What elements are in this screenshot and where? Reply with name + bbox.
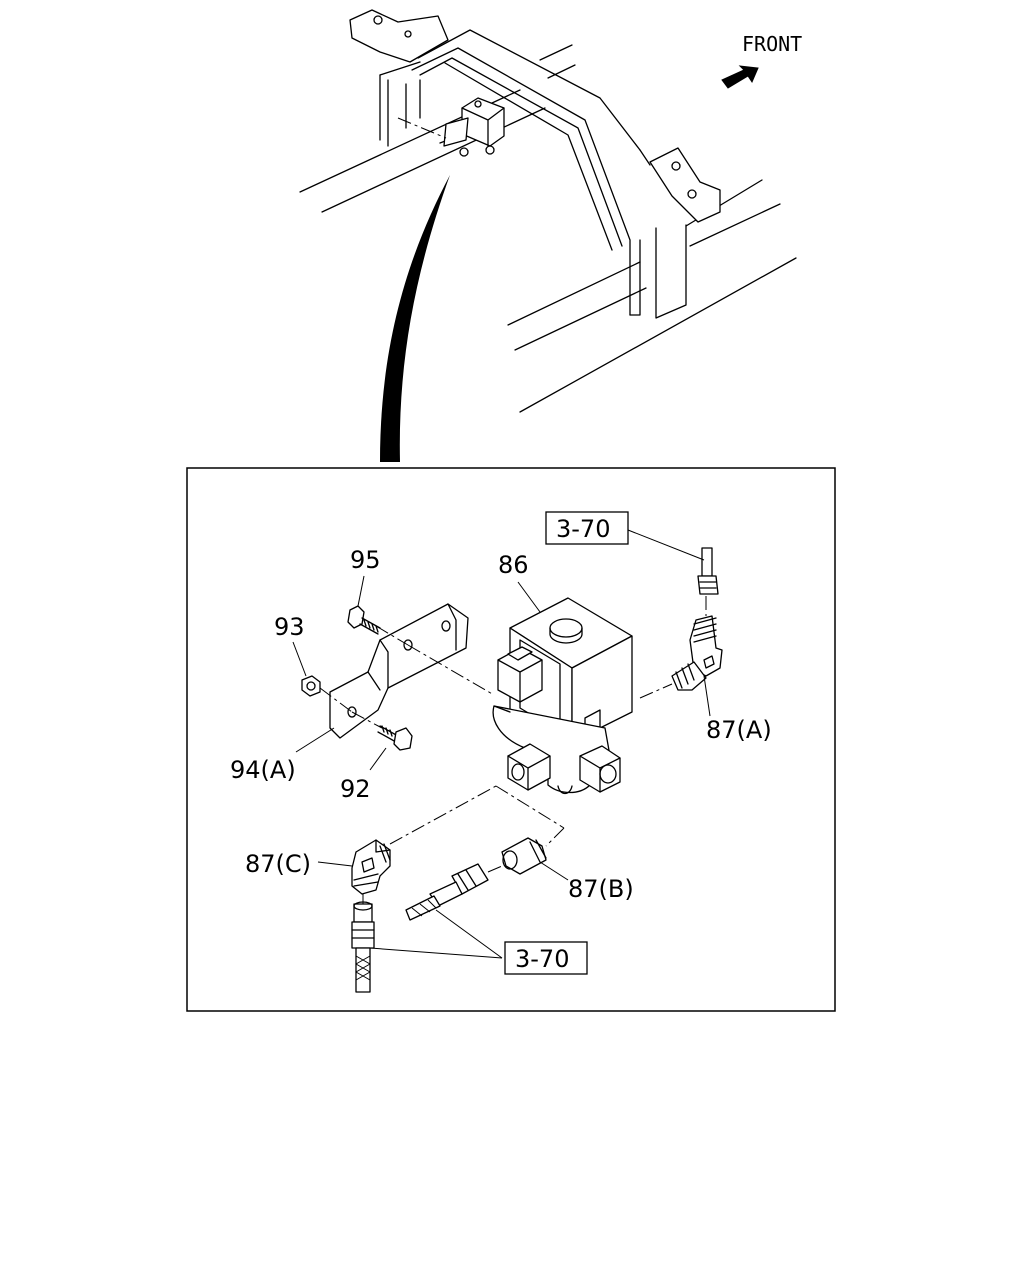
- ref-box-top: [545, 511, 629, 545]
- bracket-94a: [329, 603, 469, 739]
- hose-bottom-left: [351, 901, 375, 993]
- callout-93: 93: [274, 613, 305, 641]
- detail-frame: [186, 467, 836, 1012]
- assembly-lines: [319, 596, 707, 904]
- callout-95: 95: [350, 546, 381, 574]
- pipe-end-top: [697, 547, 719, 595]
- elbow-fitting-87a: [671, 615, 723, 691]
- detail-leader: [380, 175, 450, 462]
- leader-lines: [292, 529, 711, 959]
- ref-label-top: 3-70: [556, 515, 610, 543]
- valve-location-marker: [397, 97, 505, 157]
- callout-87c: 87(C): [245, 850, 311, 878]
- nut-93: [301, 675, 321, 697]
- connector-fitting-87b: [501, 837, 547, 875]
- ref-box-bottom: [504, 941, 588, 975]
- callout-92: 92: [340, 775, 371, 803]
- bolt-95: [347, 605, 381, 635]
- front-arrow-icon: [721, 65, 759, 89]
- hose-bottom-right: [405, 863, 489, 921]
- front-label: FRONT: [742, 32, 802, 56]
- bolt-92: [377, 725, 413, 751]
- callout-86: 86: [498, 551, 529, 579]
- elbow-fitting-87c: [351, 839, 391, 895]
- relay-valve-86: [492, 597, 633, 795]
- callout-94a: 94(A): [230, 756, 296, 784]
- frame-overview: FRONT: [299, 9, 802, 462]
- ref-label-bottom: 3-70: [515, 945, 569, 973]
- callout-87a: 87(A): [706, 716, 772, 744]
- callout-87b: 87(B): [568, 875, 634, 903]
